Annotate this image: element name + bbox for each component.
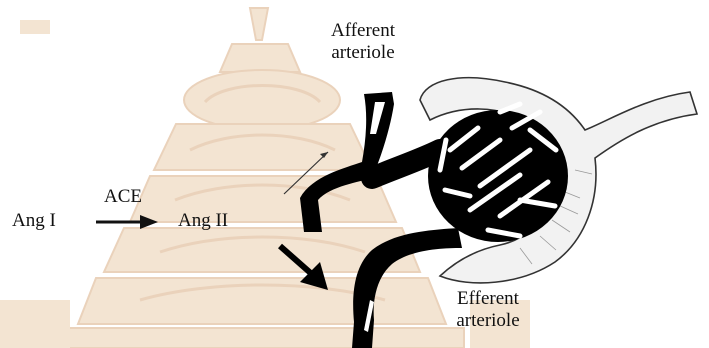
ang-ii-label: Ang II xyxy=(178,210,228,232)
afferent-label-line2: arteriole xyxy=(308,42,418,64)
efferent-arteriole-label: Efferent arteriole xyxy=(438,288,538,332)
ace-label: ACE xyxy=(104,186,142,208)
efferent-label-line1: Efferent xyxy=(438,288,538,310)
right-arrow-icon xyxy=(96,215,158,229)
afferent-arteriole-label: Afferent arteriole xyxy=(308,20,418,64)
efferent-label-line2: arteriole xyxy=(438,310,538,332)
thick-arrow-icon xyxy=(280,246,328,290)
afferent-label-line1: Afferent xyxy=(308,20,418,42)
ang-i-label: Ang I xyxy=(12,210,56,232)
